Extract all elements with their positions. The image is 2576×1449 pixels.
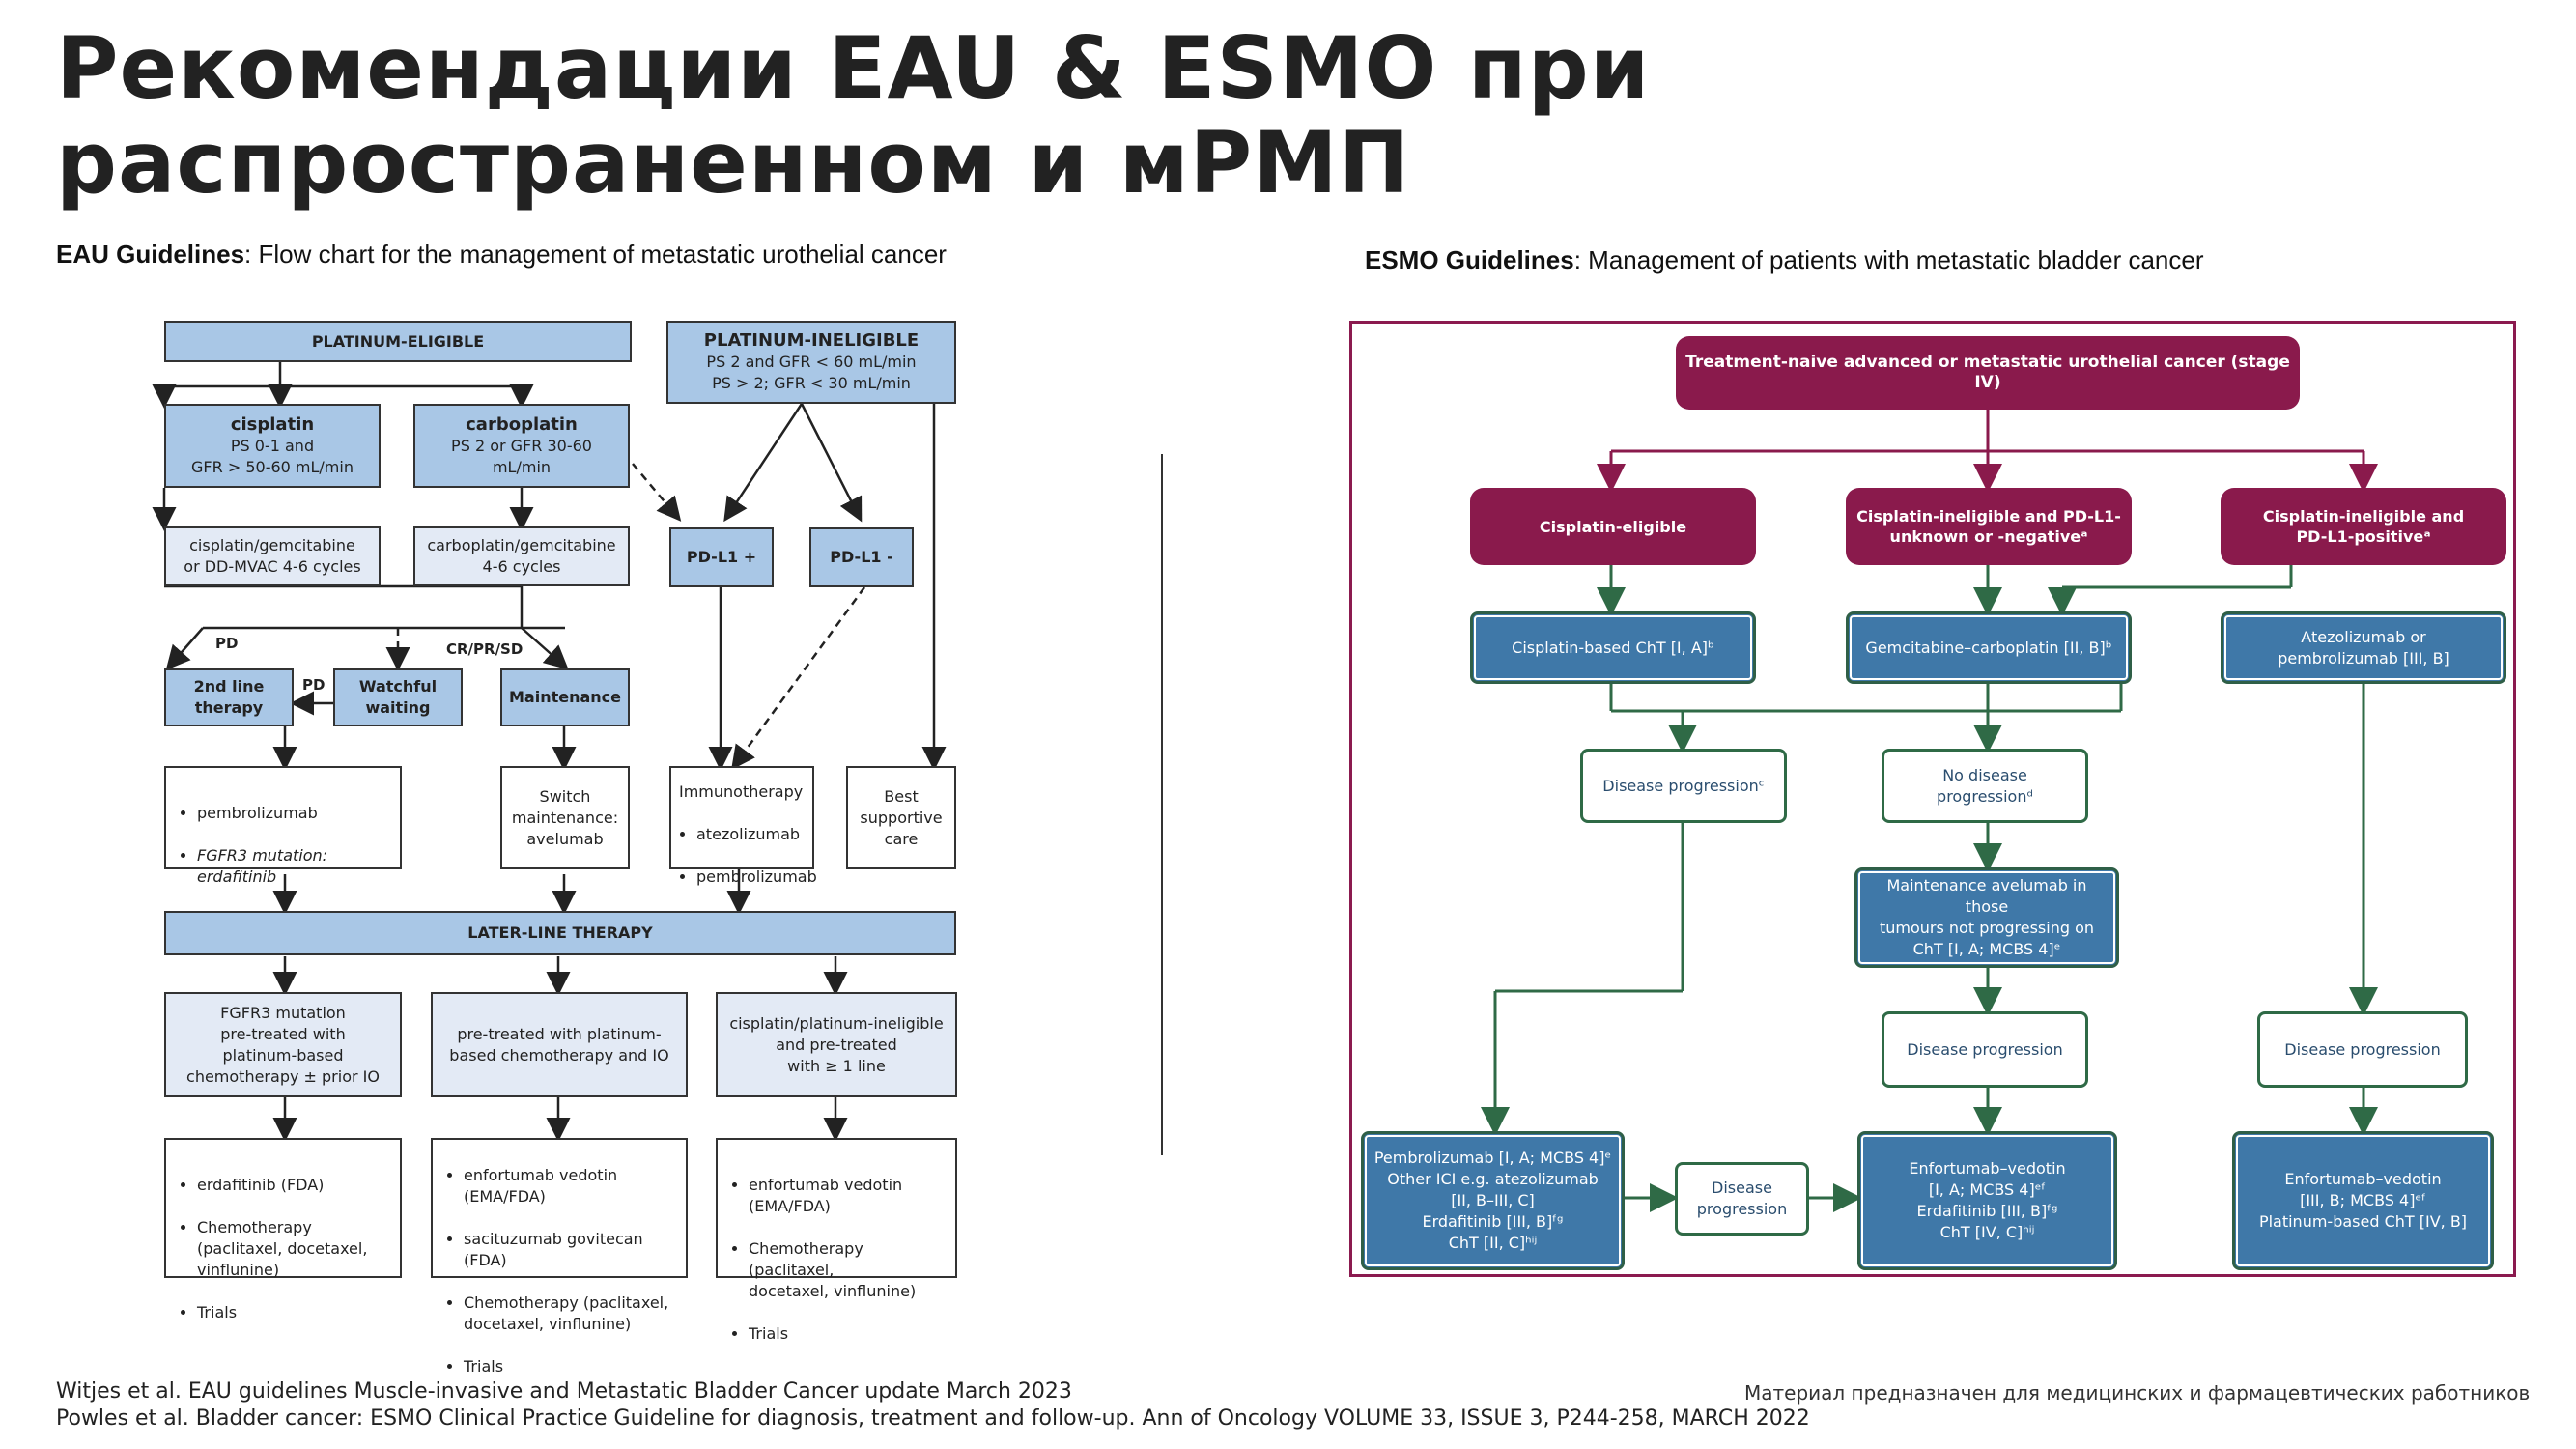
- list-b: enfortumab vedotin (EMA/FDA) sacituzumab…: [446, 1144, 676, 1399]
- platinum-ineligible-detail: PS 2 and GFR < 60 mL/min PS > 2; GFR < 3…: [706, 353, 917, 392]
- switch-maintenance-box: Switch maintenance: avelumab: [500, 766, 630, 869]
- esmo-caption-rest: : Management of patients with metastatic…: [1573, 245, 2204, 274]
- reference-esmo: Powles et al. Bladder cancer: ESMO Clini…: [56, 1406, 1810, 1431]
- list-item: Trials: [197, 1302, 367, 1323]
- cisplatin-detail: PS 0-1 and GFR > 50-60 mL/min: [191, 436, 354, 476]
- slide-title: Рекомендации EAU & ESMO при распростране…: [56, 18, 1651, 213]
- platinum-ineligible-title: PLATINUM-INELIGIBLE: [703, 330, 920, 351]
- fgfr3-box: FGFR3 mutation pre-treated with platinum…: [164, 992, 402, 1097]
- disease-progression-small-box: Disease progression: [1675, 1162, 1809, 1236]
- cisplatin-based-cht-box: Cisplatin-based ChT [I, A]ᵇ: [1470, 611, 1756, 684]
- list-item: enfortumab vedotin (EMA/FDA): [464, 1165, 676, 1208]
- list-item: atezolizumab: [696, 824, 817, 845]
- list-item: pembrolizumab: [696, 867, 817, 888]
- section-divider: [1161, 454, 1163, 1155]
- carboplatin-box: carboplatin PS 2 or GFR 30-60 mL/min: [413, 404, 630, 488]
- watchful-waiting-box: Watchful waiting: [333, 668, 463, 726]
- list-item: FGFR3 mutation: erdafitinib: [197, 845, 390, 888]
- later-line-list-c: enfortumab vedotin (EMA/FDA) Chemotherap…: [716, 1138, 957, 1343]
- cisplatin-title: cisplatin: [230, 413, 315, 435]
- carboplatin-regimen-box: carboplatin/gemcitabine 4-6 cycles: [413, 526, 630, 586]
- immunotherapy-title: Immunotherapy: [679, 782, 804, 801]
- list-item: Trials: [464, 1356, 676, 1378]
- ineligible-pretreated-box: cisplatin/platinum-ineligible and pre-tr…: [716, 992, 957, 1097]
- esmo-caption-bold: ESMO Guidelines: [1365, 245, 1574, 274]
- immunotherapy-box: Immunotherapy atezolizumab pembrolizumab: [669, 766, 817, 886]
- cisplatin-box: cisplatin PS 0-1 and GFR > 50-60 mL/min: [164, 404, 381, 488]
- maintenance-box: Maintenance: [500, 668, 630, 726]
- cisplatin-ineligible-positive-box: Cisplatin-ineligible and PD-L1-positiveᵃ: [2221, 488, 2506, 565]
- enfortumab-vedotin-mid-box: Enfortumab–vedotin [I, A; MCBS 4]ᵉᶠ Erda…: [1857, 1131, 2117, 1270]
- list-item: pembrolizumab: [197, 803, 390, 824]
- reference-eau: Witjes et al. EAU guidelines Muscle-inva…: [56, 1379, 1072, 1404]
- list-item: Chemotherapy (paclitaxel, docetaxel, vin…: [464, 1293, 676, 1335]
- second-line-list-box: pembrolizumab FGFR3 mutation: erdafitini…: [164, 766, 402, 928]
- later-line-list-b: enfortumab vedotin (EMA/FDA) sacituzumab…: [431, 1138, 688, 1376]
- cisplatin-eligible-box: Cisplatin-eligible: [1470, 488, 1756, 565]
- cisplatin-regimen-box: cisplatin/gemcitabine or DD-MVAC 4-6 cyc…: [164, 526, 381, 586]
- pdl1-positive-box: PD-L1 +: [669, 527, 774, 587]
- eau-caption-rest: : Flow chart for the management of metas…: [244, 240, 947, 269]
- pembrolizumab-options-box: Pembrolizumab [I, A; MCBS 4]ᵉ Other ICI …: [1361, 1131, 1625, 1270]
- platinum-ineligible-box: PLATINUM-INELIGIBLE PS 2 and GFR < 60 mL…: [666, 321, 956, 404]
- list-item: Chemotherapy (paclitaxel, docetaxel, vin…: [197, 1217, 367, 1281]
- list-item: enfortumab vedotin (EMA/FDA): [749, 1175, 946, 1217]
- later-line-therapy-box: LATER-LINE THERAPY: [164, 911, 956, 955]
- carboplatin-title: carboplatin: [466, 413, 578, 435]
- platinum-eligible-box: PLATINUM-ELIGIBLE: [164, 321, 632, 362]
- enfortumab-vedotin-right-box: Enfortumab–vedotin [III, B; MCBS 4]ᵉᶠ Pl…: [2232, 1131, 2494, 1270]
- disease-progression-box-1: Disease progressionᶜ: [1580, 749, 1787, 823]
- disease-progression-box-2: Disease progression: [1882, 1011, 2088, 1088]
- label-pd-mid: PD: [302, 676, 326, 694]
- carboplatin-detail: PS 2 or GFR 30-60 mL/min: [451, 436, 592, 476]
- list-item: sacituzumab govitecan (FDA): [464, 1229, 676, 1271]
- pdl1-negative-box: PD-L1 -: [809, 527, 914, 587]
- cisplatin-ineligible-negative-box: Cisplatin-ineligible and PD-L1- unknown …: [1846, 488, 2132, 565]
- esmo-caption: ESMO Guidelines: Management of patients …: [1365, 245, 2204, 275]
- label-cr-pr-sd: CR/PR/SD: [446, 640, 524, 658]
- eau-caption-bold: EAU Guidelines: [56, 240, 245, 269]
- esmo-top-box: Treatment-naive advanced or metastatic u…: [1676, 336, 2300, 410]
- immunotherapy-list: atezolizumab pembrolizumab: [679, 803, 817, 909]
- list-item: Trials: [749, 1323, 946, 1345]
- eau-caption: EAU Guidelines: Flow chart for the manag…: [56, 240, 947, 270]
- list-item: erdafitinib (FDA): [197, 1175, 367, 1196]
- pretreated-box: pre-treated with platinum- based chemoth…: [431, 992, 688, 1097]
- disease-progression-box-3: Disease progression: [2257, 1011, 2468, 1088]
- list-item: Chemotherapy (paclitaxel, docetaxel, vin…: [749, 1238, 946, 1302]
- maintenance-avelumab-box: Maintenance avelumab in those tumours no…: [1854, 867, 2119, 968]
- disclaimer: Материал предназначен для медицинских и …: [1744, 1381, 2531, 1405]
- second-line-box: 2nd line therapy: [164, 668, 294, 726]
- atezolizumab-pembrolizumab-box: Atezolizumab or pembrolizumab [III, B]: [2221, 611, 2506, 684]
- no-disease-progression-box: No disease progressionᵈ: [1882, 749, 2088, 823]
- best-supportive-care-box: Best supportive care: [846, 766, 956, 869]
- gemcitabine-carboplatin-box: Gemcitabine–carboplatin [II, B]ᵇ: [1846, 611, 2132, 684]
- list-c: enfortumab vedotin (EMA/FDA) Chemotherap…: [731, 1153, 946, 1366]
- later-line-list-a: erdafitinib (FDA) Chemotherapy (paclitax…: [164, 1138, 402, 1321]
- list-a: erdafitinib (FDA) Chemotherapy (paclitax…: [180, 1153, 367, 1345]
- label-pd-left: PD: [215, 635, 239, 652]
